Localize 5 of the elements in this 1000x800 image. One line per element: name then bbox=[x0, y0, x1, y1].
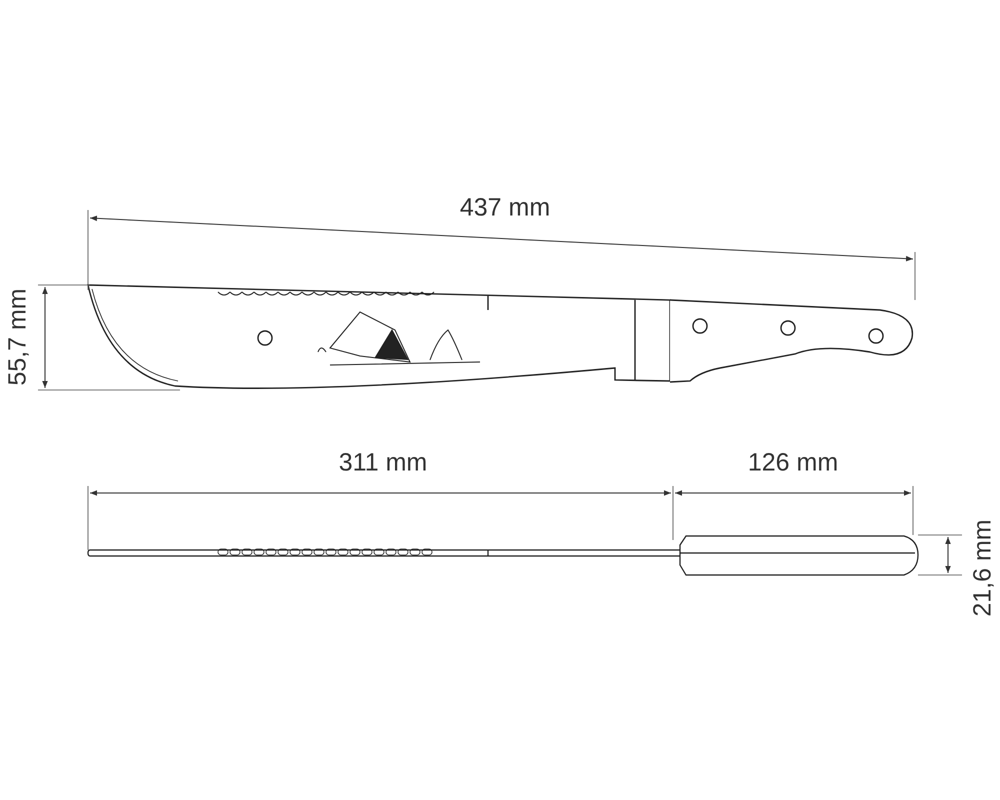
dimension-label: 55,7 mm bbox=[6, 288, 30, 386]
dimension-label: 437 mm bbox=[460, 196, 550, 220]
dimension-label: 21,6 mm bbox=[970, 519, 996, 617]
dimension-label: 126 mm bbox=[748, 450, 838, 476]
dimension-label: 311 mm bbox=[338, 450, 428, 476]
